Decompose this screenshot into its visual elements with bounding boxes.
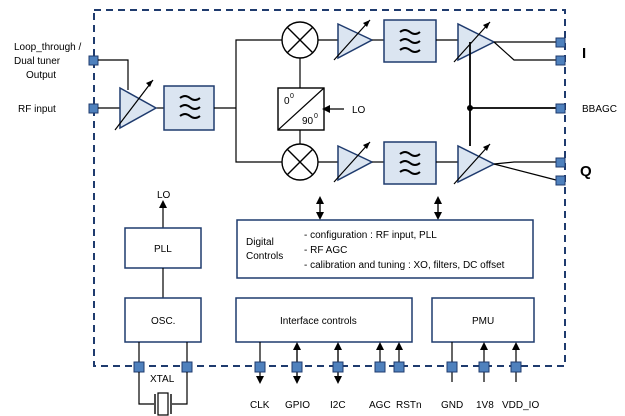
vddio-label: VDD_IO bbox=[502, 400, 539, 411]
bbagc-label: BBAGC bbox=[582, 104, 617, 115]
digital-controls-item-1: - configuration : RF input, PLL bbox=[304, 230, 437, 241]
loop-through-label: Loop_through / bbox=[14, 42, 82, 53]
q-amplifier-1 bbox=[337, 144, 374, 182]
pmu-box bbox=[431, 297, 535, 343]
rf-input-label: RF input bbox=[18, 104, 56, 115]
agc-pin bbox=[374, 361, 386, 373]
gpio-pin bbox=[291, 361, 303, 373]
lna-amplifier bbox=[119, 86, 158, 130]
pll-box bbox=[124, 227, 202, 269]
rf-filter bbox=[163, 85, 215, 131]
q-pin-2 bbox=[555, 175, 566, 186]
q-amplifier-2 bbox=[457, 144, 496, 184]
i-pin-2 bbox=[555, 55, 566, 66]
gnd-pin bbox=[446, 361, 458, 373]
xtal-pin-2 bbox=[181, 361, 193, 373]
agc-label: AGC bbox=[369, 400, 391, 411]
xtal-label: XTAL bbox=[150, 374, 175, 385]
digital-label: Digital bbox=[246, 237, 274, 248]
output-label: Output bbox=[26, 70, 56, 81]
i-filter bbox=[383, 19, 437, 63]
loop-through-pin bbox=[88, 55, 99, 66]
rstn-label: RSTn bbox=[396, 400, 422, 411]
digital-controls-item-2: - RF AGC bbox=[304, 245, 347, 256]
pmu-label: PMU bbox=[472, 316, 494, 327]
chip-outline bbox=[93, 9, 566, 367]
i-pin-1 bbox=[555, 37, 566, 48]
i2c-pin bbox=[332, 361, 344, 373]
gnd-label: GND bbox=[441, 400, 463, 411]
digital-controls-item-3: - calibration and tuning : XO, filters, … bbox=[304, 260, 505, 271]
q-output-label: Q bbox=[580, 163, 592, 180]
rstn-pin bbox=[393, 361, 405, 373]
i2c-label: I2C bbox=[330, 400, 346, 411]
phase-0-label: 0 bbox=[284, 96, 290, 107]
i-output-label: I bbox=[582, 45, 586, 62]
digital-controls-box bbox=[236, 219, 534, 279]
clk-label: CLK bbox=[250, 400, 270, 411]
xtal-crystal bbox=[157, 392, 169, 416]
gpio-label: GPIO bbox=[285, 400, 310, 411]
pll-label: PLL bbox=[154, 244, 172, 255]
rf-input-pin bbox=[88, 103, 99, 114]
q-pin-1 bbox=[555, 157, 566, 168]
interface-controls-label: Interface controls bbox=[280, 316, 357, 327]
interface-controls-box bbox=[235, 297, 413, 343]
bbagc-pin bbox=[555, 103, 566, 114]
osc-label: OSC. bbox=[151, 316, 175, 327]
controls-label: Controls bbox=[246, 251, 283, 262]
dual-tuner-label: Dual tuner bbox=[14, 56, 61, 67]
1v8-pin bbox=[478, 361, 490, 373]
phase-90-label: 90 bbox=[302, 116, 314, 127]
rf-filter-symbol bbox=[179, 95, 201, 119]
phase-90-degree: 0 bbox=[314, 113, 318, 120]
1v8-label: 1V8 bbox=[476, 400, 494, 411]
xtal-pin-1 bbox=[133, 361, 145, 373]
lo-mixer-label: LO bbox=[352, 105, 366, 116]
i-amplifier-2 bbox=[457, 22, 496, 62]
q-mixer bbox=[281, 143, 319, 181]
clk-pin bbox=[254, 361, 266, 373]
i-amplifier-1 bbox=[337, 22, 374, 60]
i-mixer bbox=[281, 21, 319, 59]
lo-pll-label: LO bbox=[157, 190, 171, 201]
phase-0-degree: 0 bbox=[290, 93, 294, 100]
vddio-pin bbox=[510, 361, 522, 373]
osc-box bbox=[124, 297, 202, 343]
